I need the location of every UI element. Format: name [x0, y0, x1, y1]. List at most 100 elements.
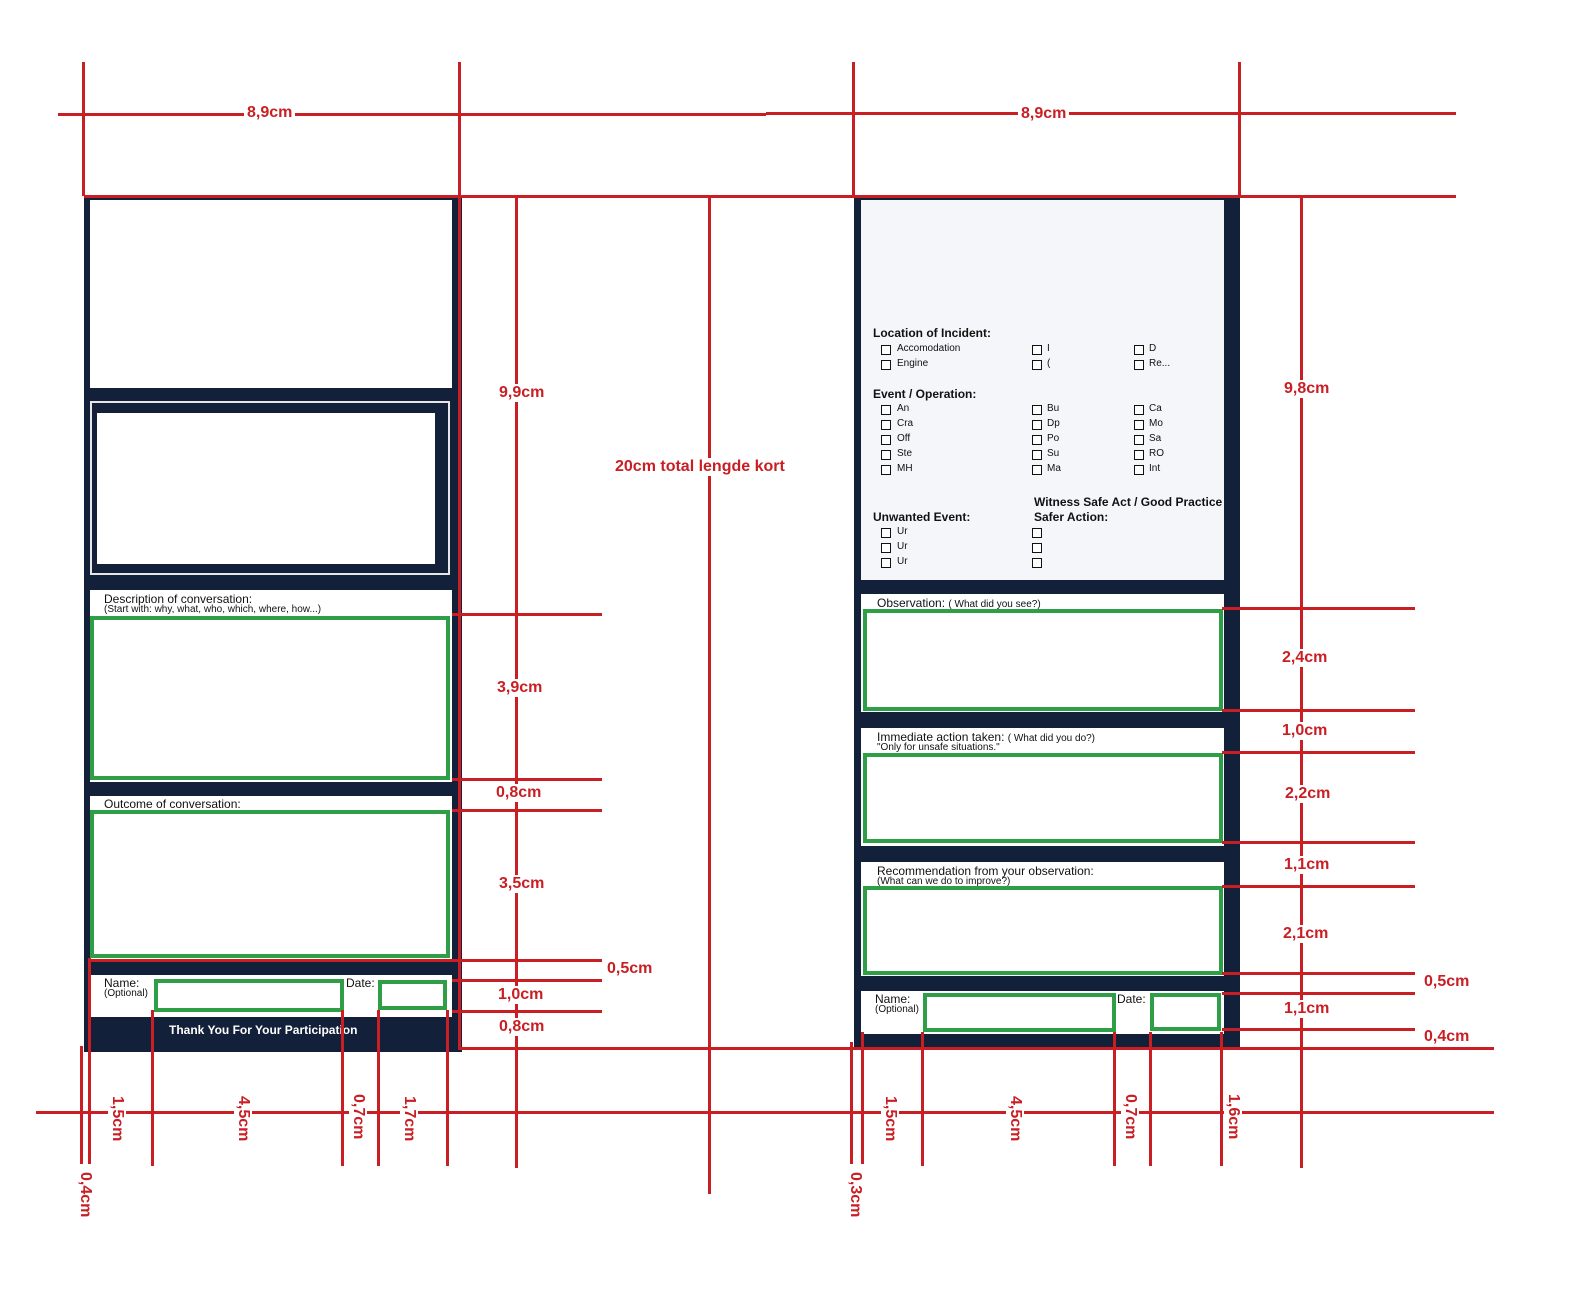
outcome-title: Outcome of conversation: — [104, 797, 241, 811]
checkbox[interactable] — [1032, 435, 1042, 445]
dim-right-width: 8,9cm — [1018, 105, 1070, 123]
checkbox[interactable] — [881, 450, 891, 460]
checkbox[interactable] — [1032, 360, 1042, 370]
left-mid-panel — [97, 413, 435, 564]
checkbox[interactable] — [1032, 345, 1042, 355]
checkbox[interactable] — [1134, 360, 1144, 370]
location-item: ( — [1047, 358, 1051, 369]
outcome-field[interactable] — [90, 810, 450, 958]
right-name-optional: (Optional) — [875, 1004, 919, 1015]
dim-left-v: 3,5cm — [496, 875, 548, 893]
safer-title: Safer Action: — [1034, 510, 1109, 524]
event-item: Off — [897, 433, 911, 444]
action-field[interactable] — [863, 753, 1223, 843]
recommend-subtitle: (What can we do to improve?) — [877, 876, 1011, 887]
checkbox[interactable] — [1134, 450, 1144, 460]
checkbox[interactable] — [1032, 465, 1042, 475]
guide-line — [1222, 972, 1415, 975]
right-date-label: Date: — [1117, 992, 1146, 1006]
observation-title: Observation: ( What did you see?) — [877, 596, 1041, 610]
guide-line — [1222, 709, 1415, 712]
observation-field[interactable] — [863, 609, 1223, 711]
checkbox[interactable] — [1032, 405, 1042, 415]
guide-line — [82, 62, 85, 196]
guide-line — [88, 958, 91, 1164]
guide-line — [1113, 1032, 1116, 1166]
description-subtitle: (Start with: why, what, who, which, wher… — [104, 604, 322, 615]
checkbox[interactable] — [881, 543, 891, 553]
guide-line — [452, 613, 602, 616]
dim-right-v: 0,4cm — [1421, 1028, 1473, 1046]
location-item: Engine — [897, 358, 929, 369]
guide-line — [452, 809, 602, 812]
dim-right-v: 1,1cm — [1281, 856, 1333, 874]
guide-line — [452, 979, 602, 982]
dim-right-v: 9,8cm — [1281, 380, 1333, 398]
checkbox[interactable] — [881, 435, 891, 445]
witness-title: Witness Safe Act / Good Practice — [1034, 495, 1223, 509]
guide-line — [1222, 751, 1415, 754]
action-title-text: Immediate action taken: — [877, 730, 1005, 744]
guide-line — [90, 959, 602, 962]
observation-panel — [861, 594, 1224, 712]
checkbox[interactable] — [881, 528, 891, 538]
location-item: Accomodation — [897, 343, 961, 354]
checkbox[interactable] — [1032, 558, 1042, 568]
right-date-field[interactable] — [1150, 993, 1221, 1031]
event-item: RO — [1149, 448, 1164, 459]
checkbox[interactable] — [1032, 450, 1042, 460]
event-item: MH — [897, 463, 913, 474]
recommend-title: Recommendation from your observation: — [877, 864, 1094, 878]
dim-left-bottom: 1,5cm — [108, 1094, 126, 1144]
action-title: Immediate action taken: ( What did you d… — [877, 730, 1095, 744]
unwanted-title: Unwanted Event: — [873, 510, 971, 524]
dim-right-bottom: 0,7cm — [1121, 1092, 1139, 1142]
checkbox[interactable] — [1134, 345, 1144, 355]
checkbox[interactable] — [1134, 405, 1144, 415]
event-item: Sa — [1149, 433, 1162, 444]
checkbox[interactable] — [881, 420, 891, 430]
guide-line — [1222, 841, 1415, 844]
dim-left-v: 3,9cm — [494, 679, 546, 697]
event-item: Ca — [1149, 403, 1162, 414]
action-subtitle: "Only for unsafe situations." — [877, 742, 1000, 753]
guide-line — [36, 1111, 1494, 1114]
description-panel — [90, 590, 452, 782]
event-item: Mo — [1149, 418, 1163, 429]
guide-line — [921, 1032, 924, 1166]
checkbox[interactable] — [1134, 435, 1144, 445]
guide-line — [850, 1042, 853, 1164]
dim-left-bottom: 4,5cm — [234, 1094, 252, 1144]
guide-line — [458, 62, 461, 1050]
left-date-field[interactable] — [378, 980, 447, 1010]
guide-line — [452, 1010, 602, 1013]
checkbox[interactable] — [1134, 420, 1144, 430]
checkbox[interactable] — [1032, 528, 1042, 538]
checkbox[interactable] — [881, 345, 891, 355]
checkbox[interactable] — [881, 465, 891, 475]
left-mid-frame — [90, 401, 450, 575]
left-name-field[interactable] — [154, 979, 344, 1012]
dim-right-offset: 0,3cm — [846, 1170, 864, 1220]
guide-line — [460, 1047, 1494, 1050]
thank-you-text: Thank You For Your Participation — [169, 1023, 358, 1037]
event-item: Cra — [897, 418, 914, 429]
recommend-field[interactable] — [863, 886, 1223, 975]
guide-line — [341, 1010, 344, 1166]
dim-right-v: 1,1cm — [1281, 1000, 1333, 1018]
event-title: Event / Operation: — [873, 387, 977, 401]
dim-right-bottom: 1,5cm — [881, 1094, 899, 1144]
dim-right-v: 0,5cm — [1421, 973, 1473, 991]
dim-left-bottom: 0,7cm — [349, 1092, 367, 1142]
checkbox[interactable] — [1134, 465, 1144, 475]
right-name-panel — [861, 991, 1224, 1034]
description-field[interactable] — [90, 616, 450, 780]
right-name-field[interactable] — [923, 993, 1116, 1032]
guide-line — [80, 1046, 83, 1164]
checkbox[interactable] — [881, 360, 891, 370]
location-title: Location of Incident: — [873, 326, 991, 340]
checkbox[interactable] — [881, 558, 891, 568]
checkbox[interactable] — [1032, 543, 1042, 553]
checkbox[interactable] — [1032, 420, 1042, 430]
checkbox[interactable] — [881, 405, 891, 415]
